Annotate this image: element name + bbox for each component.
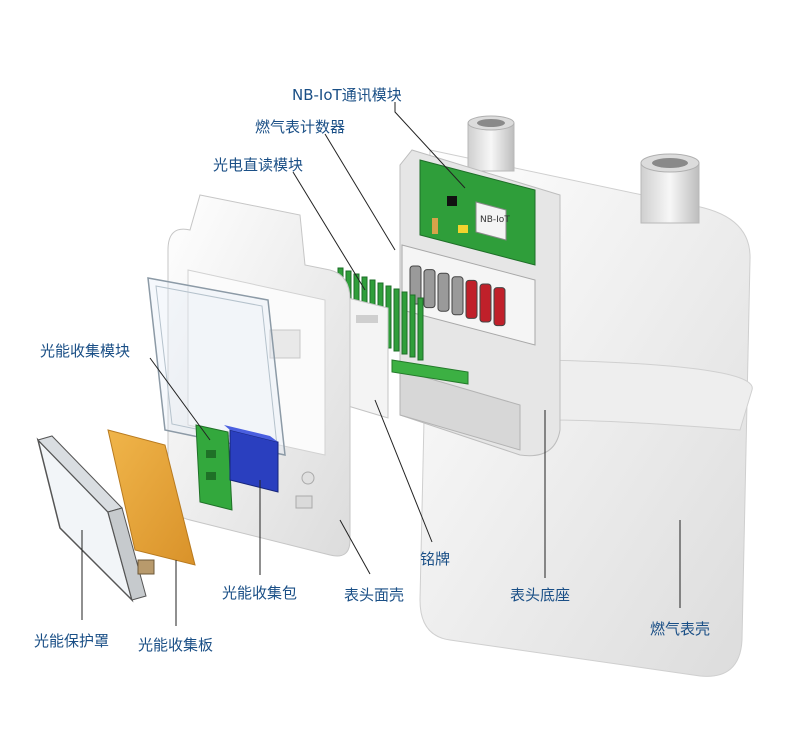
comb-finger — [417, 297, 424, 361]
solar-protect-cover — [36, 435, 155, 603]
leader-face-shell — [339, 519, 371, 575]
comb-finger — [409, 294, 416, 358]
nameplate — [347, 297, 389, 419]
counter-wheel — [479, 283, 492, 323]
nb-iot-pcb: NB-IoT — [419, 159, 536, 266]
label-solar-board: 光能收集板 — [138, 636, 214, 654]
label-nb-iot-module: NB-IoT通讯模块 — [292, 86, 402, 104]
label-meter-shell: 燃气表壳 — [650, 620, 711, 638]
pipe-right — [640, 153, 700, 224]
leader-photo — [292, 171, 366, 291]
counter-wheel — [451, 276, 464, 316]
window-cover — [147, 277, 286, 456]
comb-finger — [393, 288, 400, 352]
pcb-tag: NB-IoT — [480, 215, 510, 225]
counter-wheel — [423, 269, 436, 309]
leader-lines — [81, 102, 681, 626]
comb-finger — [401, 291, 408, 355]
label-solar-pack: 光能收集包 — [222, 584, 298, 602]
leader-nameplate — [374, 399, 433, 543]
label-head-face-shell: 表头面壳 — [344, 586, 405, 604]
label-nameplate: 铭牌 — [420, 550, 451, 568]
solar-collect-board — [107, 429, 196, 566]
leader-solar-module — [149, 357, 211, 441]
label-head-base: 表头底座 — [510, 586, 571, 604]
counter-wheel — [465, 279, 478, 319]
leader-counter — [324, 133, 396, 251]
leader-nb-iot — [394, 102, 466, 189]
counter-wheel — [437, 272, 450, 312]
label-solar-cover: 光能保护罩 — [34, 632, 110, 650]
counter-wheel — [493, 287, 506, 327]
label-solar-module: 光能收集模块 — [40, 342, 131, 360]
solar-collect-pack — [224, 425, 279, 493]
pipe-left — [467, 115, 515, 172]
solar-collect-module — [195, 424, 233, 511]
label-meter-counter: 燃气表计数器 — [255, 118, 346, 136]
label-photo-read-module: 光电直读模块 — [213, 156, 304, 174]
